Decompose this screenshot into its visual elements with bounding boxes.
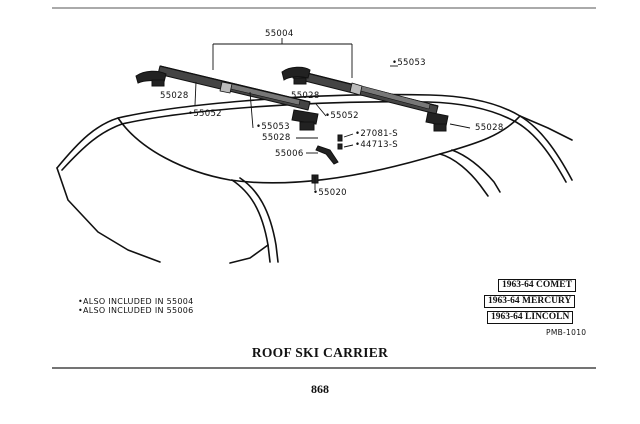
callout-27081-s: •27081-S (355, 129, 398, 139)
callout-55028-left: 55028 (160, 91, 189, 101)
hardware-parts (311, 134, 343, 184)
footnote-55006: •ALSO INCLUDED IN 55006 (78, 306, 194, 315)
callout-55020: •55020 (313, 188, 347, 198)
callout-55004: 55004 (265, 29, 294, 39)
callout-55053-left: •55053 (256, 122, 290, 132)
callout-55053-right: •55053 (392, 58, 426, 68)
callout-55052-left: •55052 (188, 109, 222, 119)
page-number: 868 (311, 382, 329, 396)
model-label-mercury: 1963-64 MERCURY (484, 295, 576, 308)
callout-55028-right: 55028 (475, 123, 504, 133)
callout-44713-s: •44713-S (355, 140, 398, 150)
callout-55052-mid: •55052 (325, 111, 359, 121)
figure-caption: ROOF SKI CARRIER (251, 345, 389, 360)
figure-code: PMB-1010 (546, 328, 587, 337)
callout-55028-mid: 55028 (291, 91, 320, 101)
callout-55028-lower: 55028 (262, 133, 291, 143)
leader-lines (194, 38, 471, 190)
model-label-lincoln: 1963-64 LINCOLN (487, 311, 574, 324)
clamp-assemblies (135, 66, 449, 132)
footnote-55004: •ALSO INCLUDED IN 55004 (78, 297, 194, 306)
model-label-comet: 1963-64 COMET (498, 279, 576, 292)
callout-55006: 55006 (275, 149, 304, 159)
